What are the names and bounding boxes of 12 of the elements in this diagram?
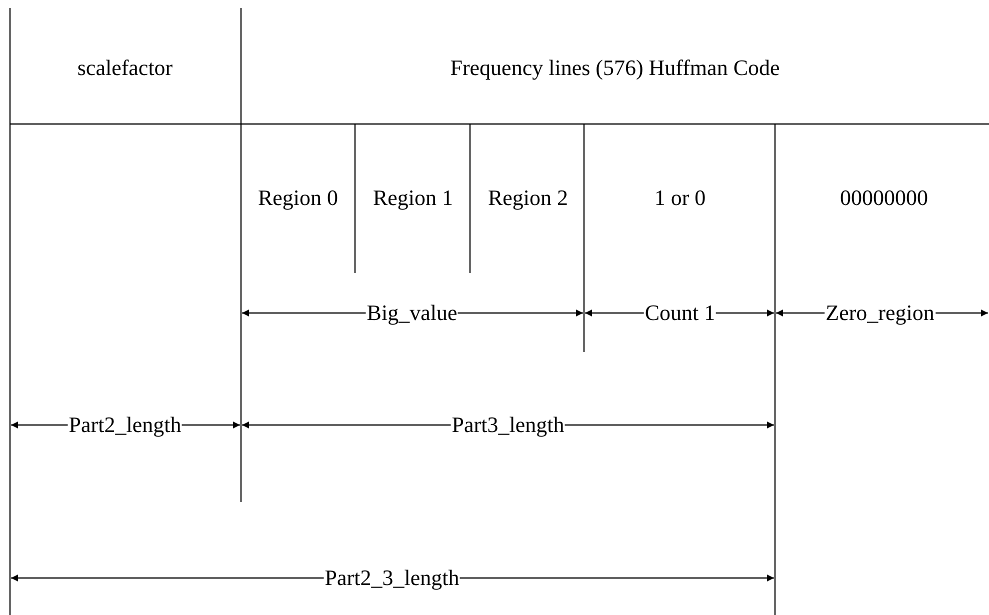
region-label: Region 1 bbox=[372, 187, 454, 209]
region-label: Region 2 bbox=[488, 187, 568, 209]
region-label: 1 or 0 bbox=[654, 187, 706, 209]
region-label: Region 0 bbox=[258, 187, 338, 209]
dimension-label: Part3_length bbox=[450, 414, 566, 436]
dimension-label: Part2_3_length bbox=[324, 567, 460, 589]
cell-label: scalefactor bbox=[77, 57, 173, 79]
cell-label: Frequency lines (576) Huffman Code bbox=[450, 57, 780, 79]
region-label: 00000000 bbox=[840, 187, 928, 209]
dimension-label: Big_value bbox=[366, 302, 458, 324]
dimension-label: Part2_length bbox=[68, 414, 182, 436]
dimension-label: Zero_region bbox=[824, 302, 936, 324]
